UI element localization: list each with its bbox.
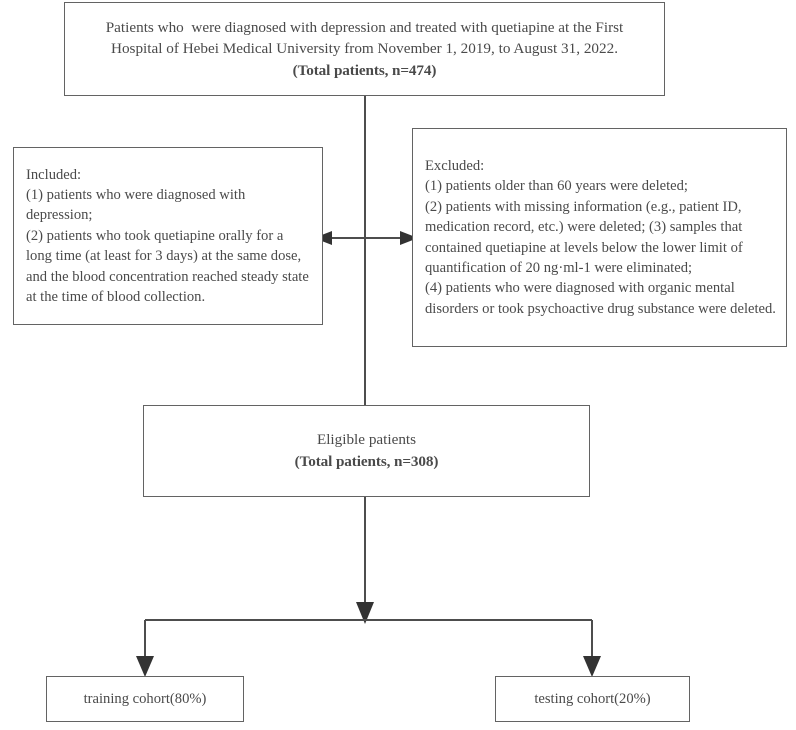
eligible-count: (Total patients, n=308) [294, 453, 439, 470]
node-total-line-1: Patients who were diagnosed with depress… [105, 18, 624, 36]
eligible-label: Eligible patients [316, 431, 417, 449]
node-exclusion-criteria: Excluded: (1) patients older than 60 yea… [412, 128, 787, 347]
inclusion-item-2: (2) patients who took quetiapine orally … [26, 227, 313, 306]
exclusion-item-3: (4) patients who were diagnosed with org… [425, 280, 776, 317]
node-inclusion-criteria: Included: (1) patients who were diagnose… [13, 147, 323, 325]
node-eligible-patients: Eligible patients (Total patients, n=308… [143, 405, 590, 497]
exclusion-heading: Excluded: [425, 157, 485, 174]
testing-cohort-label: testing cohort(20%) [534, 690, 651, 707]
arrowhead-eligible-to-split [356, 602, 374, 624]
inclusion-item-1: (1) patients who were diagnosed with dep… [26, 186, 249, 224]
arrowhead-to-training [136, 656, 154, 677]
training-cohort-label: training cohort(80%) [83, 690, 207, 707]
exclusion-item-2: (2) patients with missing information (e… [425, 198, 747, 276]
node-total-patients: Patients who were diagnosed with depress… [64, 2, 665, 96]
exclusion-item-1: (1) patients older than 60 years were de… [425, 178, 688, 195]
node-total-count: (Total patients, n=474) [292, 61, 437, 79]
inclusion-heading: Included: [26, 166, 82, 183]
node-testing-cohort: testing cohort(20%) [495, 676, 690, 722]
node-training-cohort: training cohort(80%) [46, 676, 244, 722]
arrowhead-to-testing [583, 656, 601, 677]
node-total-line-2: Hospital of Hebei Medical University fro… [110, 40, 618, 58]
